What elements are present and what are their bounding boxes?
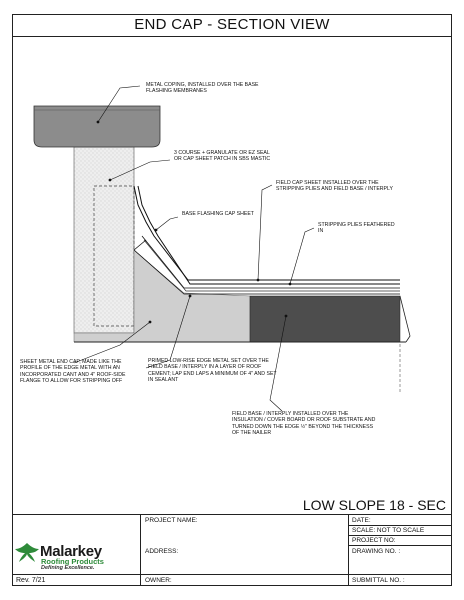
tb-rule-r1 [348,525,452,526]
cap-sheet-line [137,185,400,285]
project-no-label: PROJECT NO: [352,537,396,544]
title-divider [12,36,452,37]
nailer-block [73,146,135,334]
leader-coping [97,85,141,123]
date-label: DATE: [352,517,371,524]
tb-rule-left [12,574,140,575]
project-name-label: PROJECT NAME: [145,517,198,524]
insulation-block [249,295,401,343]
owner-label: OWNER: [145,577,172,584]
logo-wordmark: Malarkey [40,543,102,560]
leader-base-flashing [155,216,179,231]
note-field-cap: FIELD CAP SHEET INSTALLED OVER THE STRIP… [276,180,393,193]
edge-drip [399,295,411,343]
leader-stripping [289,227,315,285]
leader-three-course [109,159,171,181]
field-base-line [133,249,400,295]
address-label: ADDRESS: [145,548,179,555]
leader-primed [145,295,191,369]
tb-divider-1 [140,514,141,586]
leader-field-cap [257,184,273,281]
drawing-title: END CAP - SECTION VIEW [134,16,330,33]
submittal-no-label: SUBMITTAL NO. : [352,577,405,584]
leader-field-base [269,315,287,412]
leader-sheet-metal [73,321,151,364]
drawing-no-label: DRAWING NO. : [352,548,401,555]
tb-rule-r4 [348,574,452,575]
stripping-line-2 [143,239,400,292]
tb-rule-r3 [348,545,452,546]
note-sheet-metal: SHEET METAL END CAP, MADE LIKE THE PROFI… [20,359,126,384]
note-metal-coping: METAL COPING, INSTALLED OVER THE BASE FL… [146,82,259,95]
note-stripping: STRIPPING PLIES FEATHERED IN [318,222,395,235]
note-primed: PRIMED LOW-RISE EDGE METAL SET OVER THE … [148,358,277,383]
leader-dots [96,120,292,324]
tb-divider-2 [348,514,349,586]
drawing-number-title: LOW SLOPE 18 - SEC [302,497,446,513]
drawing-sheet [12,14,452,586]
scale-label: SCALE: NOT TO SCALE [352,527,425,534]
logo-subtitle: Roofing Products [41,557,104,566]
stripping-line-1 [141,235,400,289]
metal-coping [33,105,161,148]
leaf-logo-icon [15,543,39,562]
tb-rule-mid [140,574,348,575]
logo-tagline: Defining Excellence. [41,565,95,571]
revision-label: Rev. 7/21 [16,577,46,584]
leader-lines [73,85,315,412]
note-base-flashing: BASE FLASHING CAP SHEET [182,211,254,217]
title-block [12,514,452,587]
note-field-base: FIELD BASE / INTERPLY INSTALLED OVER THE… [232,411,376,436]
edge-flange [133,239,147,251]
note-three-course: 3 COURSE + GRANULATE OR EZ SEAL OR CAP S… [174,150,271,163]
base-flashing-line [133,185,400,281]
tb-rule-r2 [348,535,452,536]
